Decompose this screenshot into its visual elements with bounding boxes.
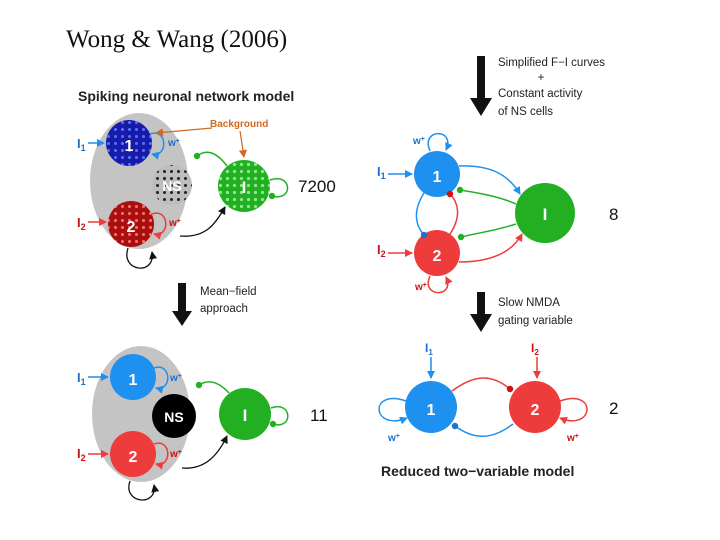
spiking-i-to-e-connection [193,151,228,167]
reduced-transition: Slow NMDA gating variable [470,292,573,332]
reduced-pop1-label: 1 [427,402,436,419]
simplified-pop1-to-inh-arrow [458,165,521,195]
reduced-label-line1: Slow NMDA [498,297,560,309]
reduced-count: 2 [609,399,618,418]
simplified-inh-label: I [543,205,548,224]
simplified-pop2-to-inh-arrow [458,233,523,263]
spiking-heading: Spiking neuronal network model [78,88,294,104]
simplified-w1-loop [427,132,453,152]
reduced-caption: Reduced two−variable model [381,463,574,479]
spiking-inh-label: I [242,178,247,197]
simplified-w1-label: w+ [412,136,425,147]
panel-reduced: 1 2 I1 I2 w+ w+ Reduced two−variable mod… [378,341,618,479]
simplified-transition: Simplified F−I curves + Constant activit… [470,56,605,118]
meanfield-arrow-shaft [178,283,186,313]
meanfield-label-line1: Mean−field [200,286,257,298]
spiking-w2-label: w+ [168,218,181,229]
reduced-w1-loop [378,397,408,425]
spiking-pop2-label: 2 [127,219,136,236]
meanfield-pop2-label: 2 [129,449,138,466]
meanfield-pop1-label: 1 [129,372,138,389]
meanfield-w2-loop [153,442,169,470]
meanfield-input2-label: I2 [77,446,86,463]
simplified-label-line2: + [538,72,545,84]
reduced-pop2-label: 2 [531,402,540,419]
meanfield-inh-label: I [243,406,248,425]
meanfield-pop2-node [110,431,156,477]
spiking-pool-recurrent-loop [126,247,158,269]
reduced-w2-loop [559,397,588,425]
meanfield-arrow-head [172,311,192,326]
spiking-pop1-spikes [106,120,152,166]
meanfield-e-to-i-arrow [181,435,228,469]
reduced-arrow-shaft [477,292,485,316]
simplified-pop1-node [414,151,460,197]
meanfield-transition: Mean−field approach [172,283,257,326]
spiking-i-self-loop [268,177,289,200]
simplified-label-line4: of NS cells [498,106,553,118]
simplified-pop1-to-pop2-connection [415,192,428,239]
simplified-pop2-label: 2 [433,248,442,265]
simplified-label-line1: Simplified F−I curves [498,57,605,69]
spiking-ns-spikes [152,165,192,205]
panel-spiking: Spiking neuronal network model 1 NS 2 I … [77,88,336,269]
meanfield-pool-recurrent-loop [128,480,160,501]
simplified-pop1-label: 1 [433,169,442,186]
simplified-label-line3: Constant activity [498,88,583,100]
meanfield-i-to-e-connection [195,381,230,394]
meanfield-w2-label: w+ [169,449,182,460]
meanfield-ns-label: NS [164,409,183,425]
meanfield-w1-loop [153,366,169,394]
spiking-e-to-i-arrow [179,206,226,237]
spiking-inh-spikes [218,160,270,212]
reduced-pop2-node [509,381,561,433]
meanfield-count: 11 [310,406,328,425]
spiking-background-label: Background [210,119,268,130]
spiking-background-arrow-e [155,127,213,137]
simplified-arrow-head [470,98,492,116]
simplified-count: 8 [609,205,618,224]
simplified-w2-loop [427,275,453,294]
meanfield-label-line2: approach [200,303,248,315]
spiking-input2-label: I2 [77,215,86,232]
meanfield-ns-node [152,394,196,438]
panel-meanfield: 1 NS 2 I I1 I2 w+ w+ 11 [77,346,328,501]
meanfield-w1-label: w+ [169,373,182,384]
reduced-pop2-to-pop1-connection [451,377,514,393]
simplified-inh-node [515,183,575,243]
simplified-input1-label: I1 [377,164,386,181]
spiking-background-arrow-i [238,130,247,158]
spiking-ns-label: NS [162,178,181,194]
reduced-label-line2: gating variable [498,315,573,327]
reduced-input2-label: I2 [531,341,539,357]
simplified-pop2-node [414,230,460,276]
slide-title: Wong & Wang (2006) [66,26,288,53]
spiking-w1-label: w+ [167,138,180,149]
simplified-w2-label: w+ [414,282,427,293]
panel-simplified: 1 2 I I1 I2 w+ w+ 8 [377,132,618,294]
simplified-input2-label: I2 [377,242,386,259]
spiking-w1-loop [149,132,165,160]
spiking-pop1-label: 1 [125,138,134,155]
reduced-pop1-to-pop2-connection [451,422,514,437]
meanfield-inh-node [219,388,271,440]
meanfield-input1-label: I1 [77,370,86,387]
spiking-w2-loop [151,212,167,240]
reduced-w1-label: w+ [387,433,400,444]
reduced-w2-label: w+ [566,433,579,444]
spiking-input1-label: I1 [77,136,86,153]
simplified-inh-to-pop2-connection [457,223,517,241]
simplified-arrow-shaft [477,56,485,100]
reduced-input1-label: I1 [425,341,433,357]
spiking-pop2-spikes [108,201,154,247]
meanfield-i-self-loop [269,405,289,428]
meanfield-pop1-node [110,354,156,400]
reduced-arrow-head [470,314,492,332]
reduced-pop1-node [405,381,457,433]
simplified-pop2-to-pop1-connection [446,190,459,235]
simplified-inh-to-pop1-connection [456,186,517,205]
spiking-count: 7200 [298,177,336,196]
